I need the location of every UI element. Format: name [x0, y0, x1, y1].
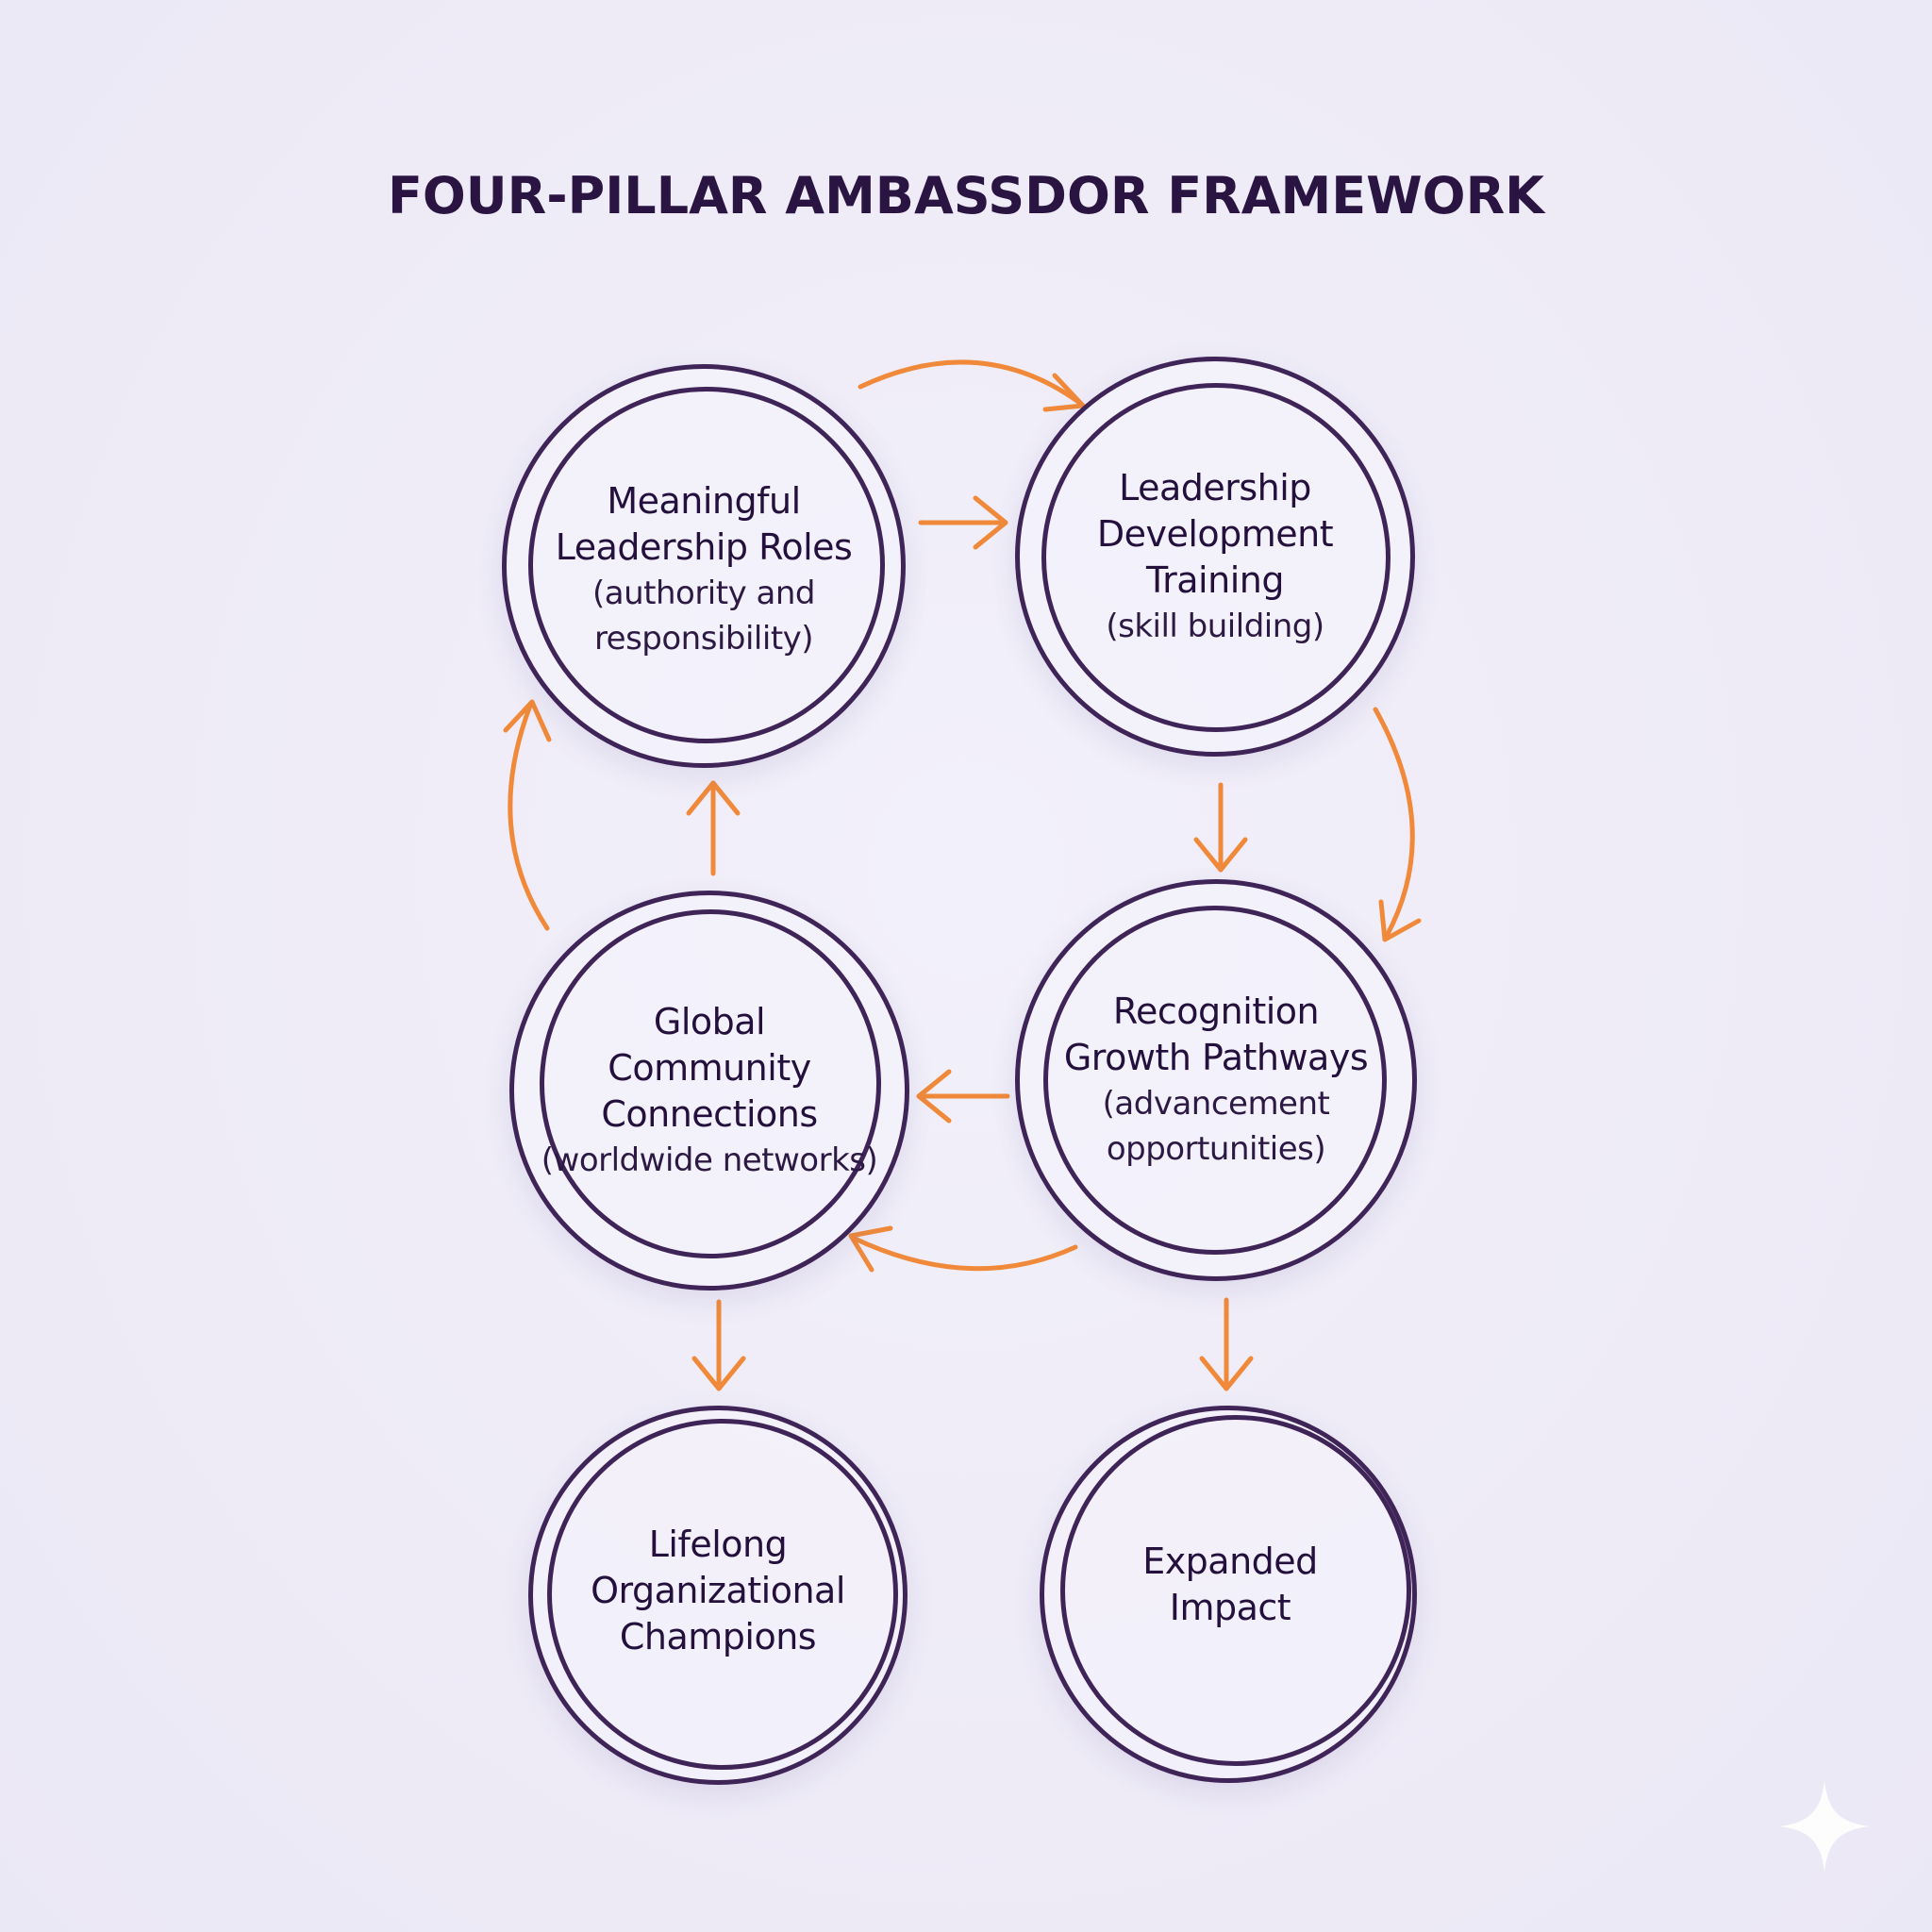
node-lifelong-champions: Lifelong Organizational Champions: [528, 1406, 908, 1785]
inner-ring: [1060, 1415, 1411, 1766]
node-community-connections: Global Community Connections (worldwide …: [509, 891, 909, 1291]
arrow-arc-recognition-to-community: [850, 1235, 1078, 1272]
node-subtitle: (advancement opportunities): [1102, 1085, 1330, 1168]
inner-ring: [1041, 383, 1391, 732]
node-text: Expanded Impact: [1040, 1406, 1421, 1764]
arrowhead-community-to-roles: [686, 780, 741, 816]
node-title: Lifelong Organizational Champions: [591, 1523, 845, 1657]
node-title: Meaningful Leadership Roles: [555, 480, 853, 568]
node-subtitle: (authority and responsibility): [592, 575, 815, 658]
inner-ring: [528, 387, 885, 743]
node-text: Meaningful Leadership Roles (authority a…: [502, 364, 906, 768]
sparkle-icon: [1779, 1781, 1870, 1872]
node-expanded-impact: Expanded Impact: [1040, 1406, 1417, 1783]
arrowhead-recognition-to-impact: [1199, 1356, 1254, 1391]
arrowhead-arc-recognition-to-community: [848, 1225, 893, 1273]
node-title: Global Community Connections: [601, 1000, 818, 1135]
node-title: Recognition Growth Pathways: [1063, 991, 1369, 1078]
node-text: Recognition Growth Pathways (advancement…: [1011, 879, 1421, 1281]
arrowhead-community-to-champions: [691, 1356, 746, 1391]
arrowhead-arc-training-to-recognition: [1378, 899, 1422, 942]
arrowhead-recognition-to-community: [916, 1069, 952, 1124]
node-development-training: Leadership Development Training (skill b…: [1015, 357, 1415, 757]
inner-ring: [547, 1419, 898, 1770]
node-recognition-pathways: Recognition Growth Pathways (advancement…: [1015, 879, 1417, 1281]
arrowhead-training-to-recognition: [1193, 837, 1248, 873]
arrow-arc-community-to-roles: [508, 703, 550, 931]
diagram-title: FOUR-PILLAR AMBASSDOR FRAMEWORK: [387, 166, 1545, 225]
arrow-arc-training-to-recognition: [1373, 707, 1415, 939]
inner-ring: [1043, 906, 1387, 1255]
node-leadership-roles: Meaningful Leadership Roles (authority a…: [502, 364, 906, 768]
arrowhead-roles-to-training: [973, 495, 1008, 550]
node-subtitle: (worldwide networks): [541, 1141, 878, 1179]
node-text: Leadership Development Training (skill b…: [1015, 357, 1415, 757]
node-title: Expanded Impact: [1142, 1541, 1318, 1628]
arrow-arc-roles-to-training: [858, 359, 1084, 407]
node-text: Global Community Connections (worldwide …: [500, 891, 919, 1291]
node-subtitle: (skill building): [1106, 607, 1324, 645]
node-title: Leadership Development Training: [1096, 466, 1334, 601]
arrowhead-arc-community-to-roles: [503, 699, 552, 742]
node-text: Lifelong Organizational Champions: [528, 1406, 908, 1775]
inner-ring: [540, 909, 881, 1258]
